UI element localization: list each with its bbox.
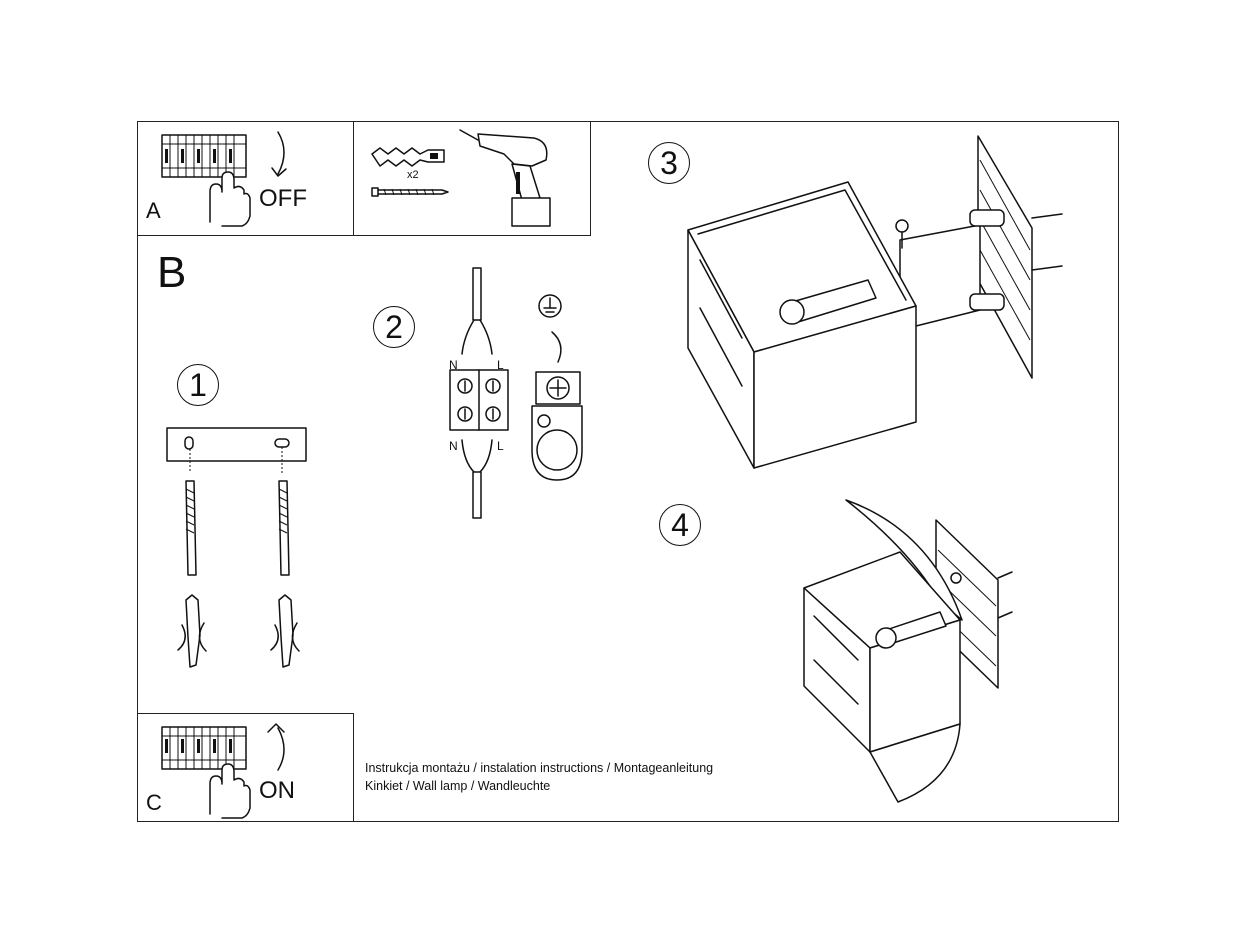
off-label: OFF xyxy=(259,185,307,212)
drill-icon xyxy=(459,129,551,227)
wire-label-l-bottom: L xyxy=(497,439,504,453)
step-4-badge: 4 xyxy=(659,504,701,546)
panel-a: A OFF xyxy=(137,121,354,236)
breaker-off-illustration xyxy=(161,131,287,227)
panel-a-label: A xyxy=(146,198,161,223)
on-label: ON xyxy=(259,777,295,804)
wire-label-n-top: N xyxy=(449,358,458,372)
step-2-badge: 2 xyxy=(373,306,415,348)
step-4-number: 4 xyxy=(671,507,689,543)
panel-c: C ON xyxy=(137,713,354,822)
step-3-badge: 3 xyxy=(648,142,690,184)
step-1-mounting-bracket-illustration xyxy=(166,427,307,668)
screw-icon xyxy=(371,187,449,197)
panel-c-label: C xyxy=(146,790,162,815)
step-3-number: 3 xyxy=(660,145,678,181)
step-1-badge: 1 xyxy=(177,364,219,406)
wire-label-l-top: L xyxy=(497,358,504,372)
step-2-wiring-illustration xyxy=(449,267,583,519)
breaker-on-illustration xyxy=(161,723,285,819)
instruction-sheet-frame xyxy=(137,121,1119,822)
step-4-shade-fitting-illustration xyxy=(803,499,1013,803)
wire-label-n-bottom: N xyxy=(449,439,458,453)
quantity-label: x2 xyxy=(407,169,419,181)
panel-b-label: B xyxy=(157,248,187,297)
caption-line-2: Kinkiet / Wall lamp / Wandleuchte xyxy=(365,779,551,793)
step-3-lamp-assembly-illustration xyxy=(687,135,1063,469)
caption-line-1: Instrukcja montażu / instalation instruc… xyxy=(365,761,714,775)
panel-tools: x2 xyxy=(353,121,591,236)
step-2-number: 2 xyxy=(385,309,403,345)
step-1-number: 1 xyxy=(189,367,207,403)
wall-plug-icon xyxy=(371,147,445,167)
